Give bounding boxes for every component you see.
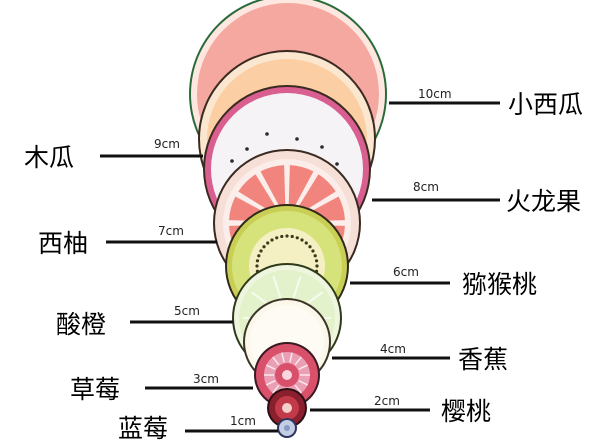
seed xyxy=(245,147,249,151)
watermelon-size-label: 10cm xyxy=(418,87,452,101)
blueberry-size-label: 1cm xyxy=(230,414,256,428)
seed xyxy=(304,241,308,245)
papaya-name-label: 木瓜 xyxy=(24,143,74,172)
grapefruit-size-label: 7cm xyxy=(158,224,184,238)
seed xyxy=(262,245,266,249)
dragonfruit-size-label: 8cm xyxy=(413,180,439,194)
seed xyxy=(265,132,269,136)
banana-name-label: 香蕉 xyxy=(458,345,508,374)
segment-line xyxy=(298,379,309,386)
seed xyxy=(280,234,284,239)
seed xyxy=(255,259,260,263)
dragonfruit-name-label: 火龙果 xyxy=(506,187,581,216)
segment-line xyxy=(298,364,309,371)
segment-line xyxy=(294,384,302,394)
papaya-size-label: 9cm xyxy=(154,137,180,151)
segment-line xyxy=(272,356,280,366)
kiwi-name-label: 猕猴桃 xyxy=(462,270,537,299)
segment-line xyxy=(265,379,276,386)
seed xyxy=(311,249,315,253)
cherry-name-label: 樱桃 xyxy=(441,397,491,426)
seed xyxy=(259,249,263,253)
seed xyxy=(308,245,312,249)
strawberry-size-label: 3cm xyxy=(193,372,219,386)
segment-line xyxy=(272,384,280,394)
seed xyxy=(335,162,339,166)
banana-size-label: 4cm xyxy=(380,342,406,356)
kiwi-size-label: 6cm xyxy=(393,265,419,279)
grapefruit-name-label: 西柚 xyxy=(38,229,88,258)
blueberry-slice xyxy=(277,418,297,438)
segment-line xyxy=(294,356,302,366)
segment-line xyxy=(289,352,293,363)
seed xyxy=(295,236,299,240)
cherry-size-label: 2cm xyxy=(374,394,400,408)
seed xyxy=(266,241,270,245)
cherry-slice xyxy=(267,388,307,428)
seed xyxy=(313,254,317,258)
seed xyxy=(300,238,304,242)
seed xyxy=(295,137,299,141)
seed xyxy=(255,264,259,268)
seed xyxy=(290,234,294,239)
seed xyxy=(314,259,319,263)
strawberry-name-label: 草莓 xyxy=(70,375,120,404)
segment-line xyxy=(281,352,285,363)
lime-name-label: 酸橙 xyxy=(56,310,106,339)
seed xyxy=(270,238,274,242)
seed xyxy=(230,159,234,163)
seed xyxy=(275,236,279,240)
seed xyxy=(285,234,289,238)
lime-size-label: 5cm xyxy=(174,304,200,318)
watermelon-name-label: 小西瓜 xyxy=(508,90,583,119)
seed xyxy=(315,264,319,268)
seed xyxy=(320,145,324,149)
strawberry-slice xyxy=(254,342,320,408)
seed xyxy=(257,254,261,258)
blueberry-name-label: 蓝莓 xyxy=(118,414,168,442)
segment-line xyxy=(265,364,276,371)
